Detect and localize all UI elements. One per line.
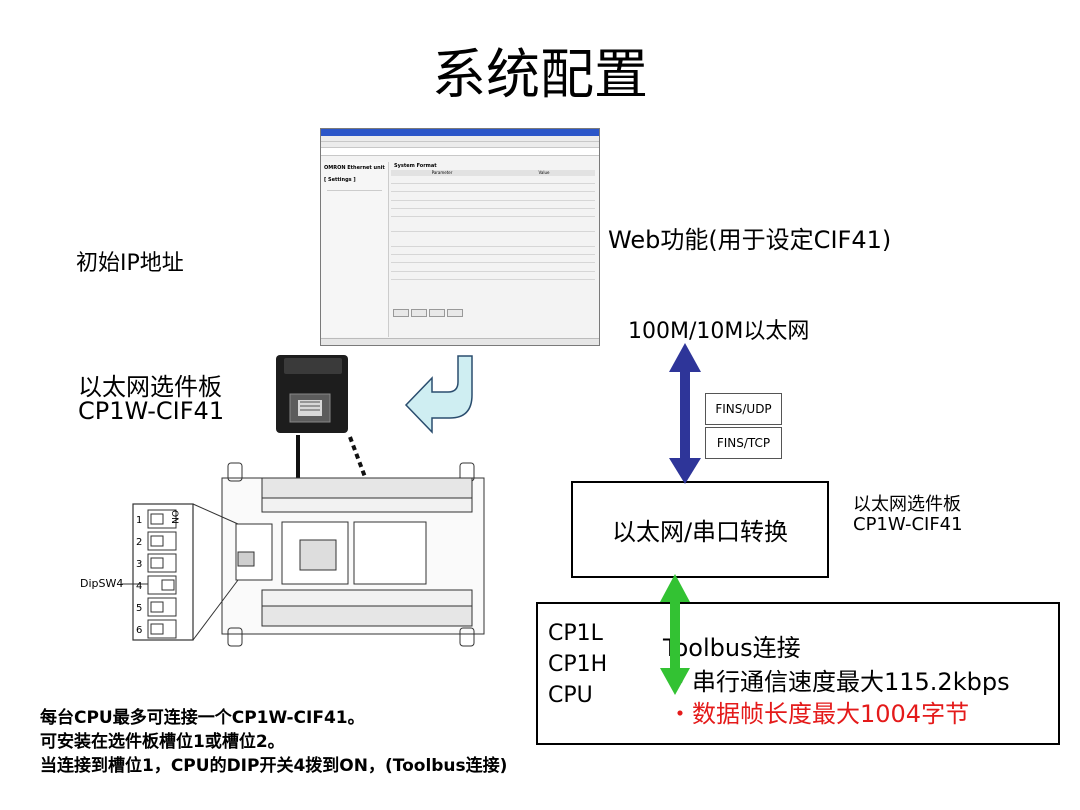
serial-double-arrow (660, 574, 690, 695)
dip-switch-bank (122, 503, 239, 641)
dipsw-label: DipSW4 (80, 577, 124, 590)
ethernet-double-arrow (669, 343, 701, 484)
option-board-left-name: 以太网选件板 (78, 373, 222, 401)
fins-tcp-box: FINS/TCP (705, 427, 782, 459)
toolbus-speed-bullet: ・串行通信速度最大115.2kbps (668, 668, 1010, 696)
note-line-2: 可安装在选件板槽位1或槽位2。 (40, 732, 285, 752)
dip-number: 3 (136, 559, 143, 570)
plc-bottom-terminals (227, 589, 475, 647)
return-arrow-icon (404, 355, 473, 434)
browser-main-title: System Format (394, 163, 437, 169)
browser-col-value: Value (538, 170, 550, 175)
cpu-model-cp1h: CP1H (548, 652, 608, 677)
dip-number: 5 (136, 603, 143, 614)
dip-number-column: 1 2 3 4 5 6 (136, 510, 142, 642)
ethernet-serial-converter-box: 以太网/串口转换 (571, 481, 829, 578)
notes: 每台CPU最多可连接一个CP1W-CIF41。 可安装在选件板槽位1或槽位2。 … (40, 706, 507, 778)
option-slot-2 (353, 521, 427, 585)
web-function-label: Web功能(用于设定CIF41) (608, 226, 892, 254)
option-board-left-model: CP1W-CIF41 (78, 397, 225, 425)
toolbus-title: Toolbus连接 (663, 634, 801, 662)
ethernet-speed-label: 100M/10M以太网 (628, 319, 810, 344)
browser-main-panel: System Format Parameter Value (391, 162, 595, 335)
toolbus-frame-bullet: ・数据帧长度最大1004字节 (668, 700, 970, 728)
cpu-model-cp1l: CP1L (548, 621, 603, 646)
note-line-3: 当连接到槽位1，CPU的DIP开关4拨到ON，(Toolbus连接) (40, 756, 508, 776)
browser-col-parameter: Parameter (431, 170, 453, 175)
cpu-model-cpu: CPU (548, 683, 593, 708)
dip-number: 1 (136, 515, 143, 526)
web-config-screenshot: OMRON Ethernet unit [ Settings ] System … (320, 128, 600, 346)
fins-udp-box: FINS/UDP (705, 393, 782, 425)
plc-unit (221, 462, 485, 647)
dip-number: 4 (136, 581, 143, 592)
initial-ip-label: 初始IP地址 (76, 251, 184, 276)
option-board-right-model: CP1W-CIF41 (853, 514, 963, 535)
option-board-module (276, 355, 348, 433)
browser-toolbar (321, 142, 599, 148)
dip-on-label: ON (169, 510, 179, 524)
converter-label: 以太网/串口转换 (611, 518, 789, 546)
browser-address-bar (321, 148, 599, 156)
browser-status-bar (321, 338, 599, 345)
dip-number: 2 (136, 537, 143, 548)
option-board-right-name: 以太网选件板 (853, 494, 961, 515)
plc-top-terminals (227, 462, 475, 513)
cpu-box: CP1L CP1H CPU Toolbus连接 ・串行通信速度最大115.2kb… (536, 602, 1060, 745)
browser-sidebar-settings: [ Settings ] (324, 177, 356, 183)
browser-menu-bar (321, 136, 599, 142)
note-line-1: 每台CPU最多可连接一个CP1W-CIF41。 (40, 708, 365, 728)
browser-sidebar: OMRON Ethernet unit [ Settings ] (321, 162, 389, 337)
page-title: 系统配置 (432, 43, 648, 106)
dip-number: 6 (136, 625, 143, 636)
browser-sidebar-title: OMRON Ethernet unit (324, 165, 385, 171)
browser-title-bar (321, 129, 599, 136)
